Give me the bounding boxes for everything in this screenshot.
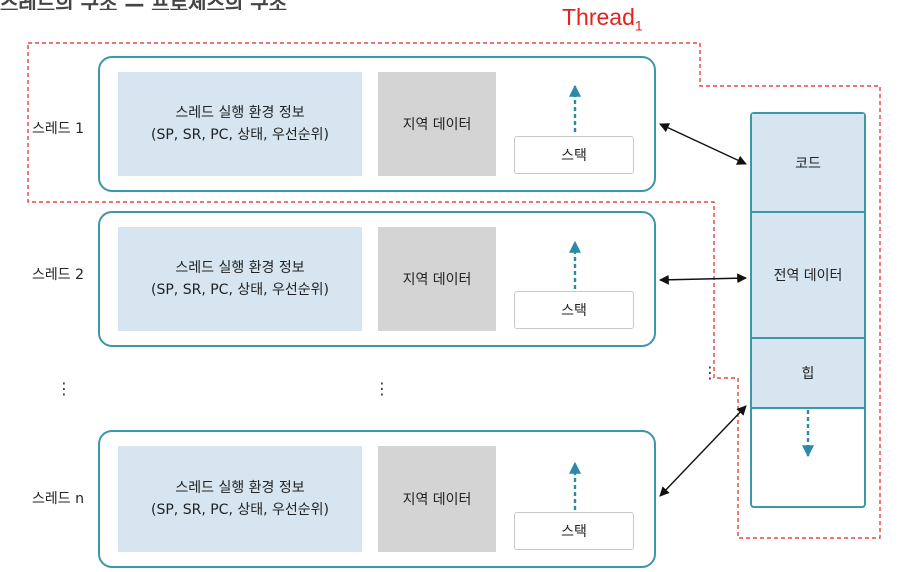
global-data-segment: 전역 데이터 xyxy=(752,213,864,337)
thread-n-local-data: 지역 데이터 xyxy=(378,446,496,552)
segment-divider xyxy=(752,407,864,409)
thread-label-subscript: 1 xyxy=(634,17,643,34)
env-info-registers: (SP, SR, PC, 상태, 우선순위) xyxy=(151,282,329,298)
heap-segment: 힙 xyxy=(752,339,864,407)
thread-1-name: 스레드 1 xyxy=(32,121,84,137)
env-info-title: 스레드 실행 환경 정보 xyxy=(175,260,305,276)
env-info-registers: (SP, SR, PC, 상태, 우선순위) xyxy=(151,502,329,518)
thread-1-label: Thread1 xyxy=(562,4,643,34)
thread-1-env-info: 스레드 실행 환경 정보 (SP, SR, PC, 상태, 우선순위) xyxy=(118,72,362,176)
env-info-registers: (SP, SR, PC, 상태, 우선순위) xyxy=(151,127,329,143)
thread-2-block: 스레드 실행 환경 정보 (SP, SR, PC, 상태, 우선순위) 지역 데… xyxy=(98,211,656,347)
thread-1-highlight-outline xyxy=(27,42,881,539)
thread-2-name: 스레드 2 xyxy=(32,267,84,283)
thread-1-block: 스레드 실행 환경 정보 (SP, SR, PC, 상태, 우선순위) 지역 데… xyxy=(98,56,656,192)
env-info-title: 스레드 실행 환경 정보 xyxy=(175,105,305,121)
thread-1-connection-arrow xyxy=(659,123,747,165)
thread-2-stack: 스택 xyxy=(514,291,634,329)
thread-2-env-info: 스레드 실행 환경 정보 (SP, SR, PC, 상태, 우선순위) xyxy=(118,227,362,331)
segment-divider xyxy=(752,211,864,213)
cut-off-title: 스레드의 구조 — 프로세스의 구조 xyxy=(0,0,380,10)
thread-n-connection-arrow xyxy=(659,405,747,497)
thread-n-env-info: 스레드 실행 환경 정보 (SP, SR, PC, 상태, 우선순위) xyxy=(118,446,362,552)
segment-divider xyxy=(752,337,864,339)
shared-memory-column: 코드 전역 데이터 힙 xyxy=(750,112,866,508)
thread-2-local-data: 지역 데이터 xyxy=(378,227,496,331)
ellipsis-left: ⋮ xyxy=(56,379,72,398)
thread-n-block: 스레드 실행 환경 정보 (SP, SR, PC, 상태, 우선순위) 지역 데… xyxy=(98,430,656,568)
thread-label-text: Thread xyxy=(562,4,635,30)
env-info-title: 스레드 실행 환경 정보 xyxy=(175,480,305,496)
thread-2-connection-arrow xyxy=(659,273,747,285)
ellipsis-middle: ⋮ xyxy=(374,379,390,398)
code-segment: 코드 xyxy=(752,114,864,212)
thread-n-stack: 스택 xyxy=(514,512,634,550)
thread-1-stack: 스택 xyxy=(514,136,634,174)
thread-n-name: 스레드 n xyxy=(32,491,84,507)
thread-1-local-data: 지역 데이터 xyxy=(378,72,496,176)
